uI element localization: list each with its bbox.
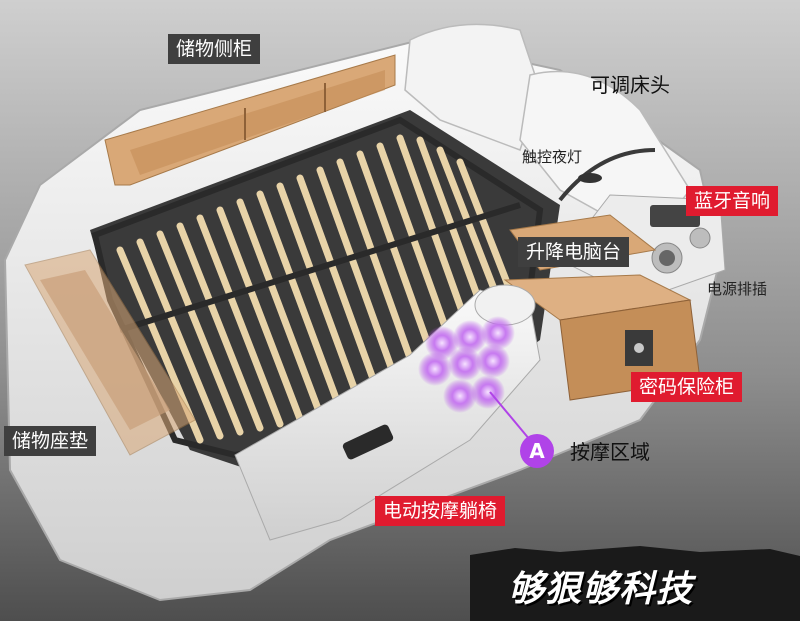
storage-cushion-bin [24,249,196,456]
label-electric-massage-recliner: 电动按摩躺椅 [375,496,506,526]
label-power-strip: 电源排插 [707,280,768,298]
label-storage-side-cabinet: 储物侧柜 [168,34,261,64]
label-massage-area: 按摩区域 [570,440,650,464]
massage-points [418,316,515,413]
brand-slogan: 够狠够科技 [508,569,694,610]
massage-area-marker: A [520,434,554,468]
label-lifting-computer-desk: 升降电脑台 [518,237,630,267]
label-storage-cushion: 储物座垫 [4,426,97,456]
label-password-safe: 密码保险柜 [631,372,743,402]
storage-side-cabinet [104,54,396,186]
label-touch-night-light: 触控夜灯 [522,148,583,166]
label-bluetooth-speaker: 蓝牙音响 [686,186,779,216]
label-adjustable-headboard: 可调床头 [590,73,670,97]
massage-pointer-line [489,391,531,441]
brand-banner [470,546,800,621]
